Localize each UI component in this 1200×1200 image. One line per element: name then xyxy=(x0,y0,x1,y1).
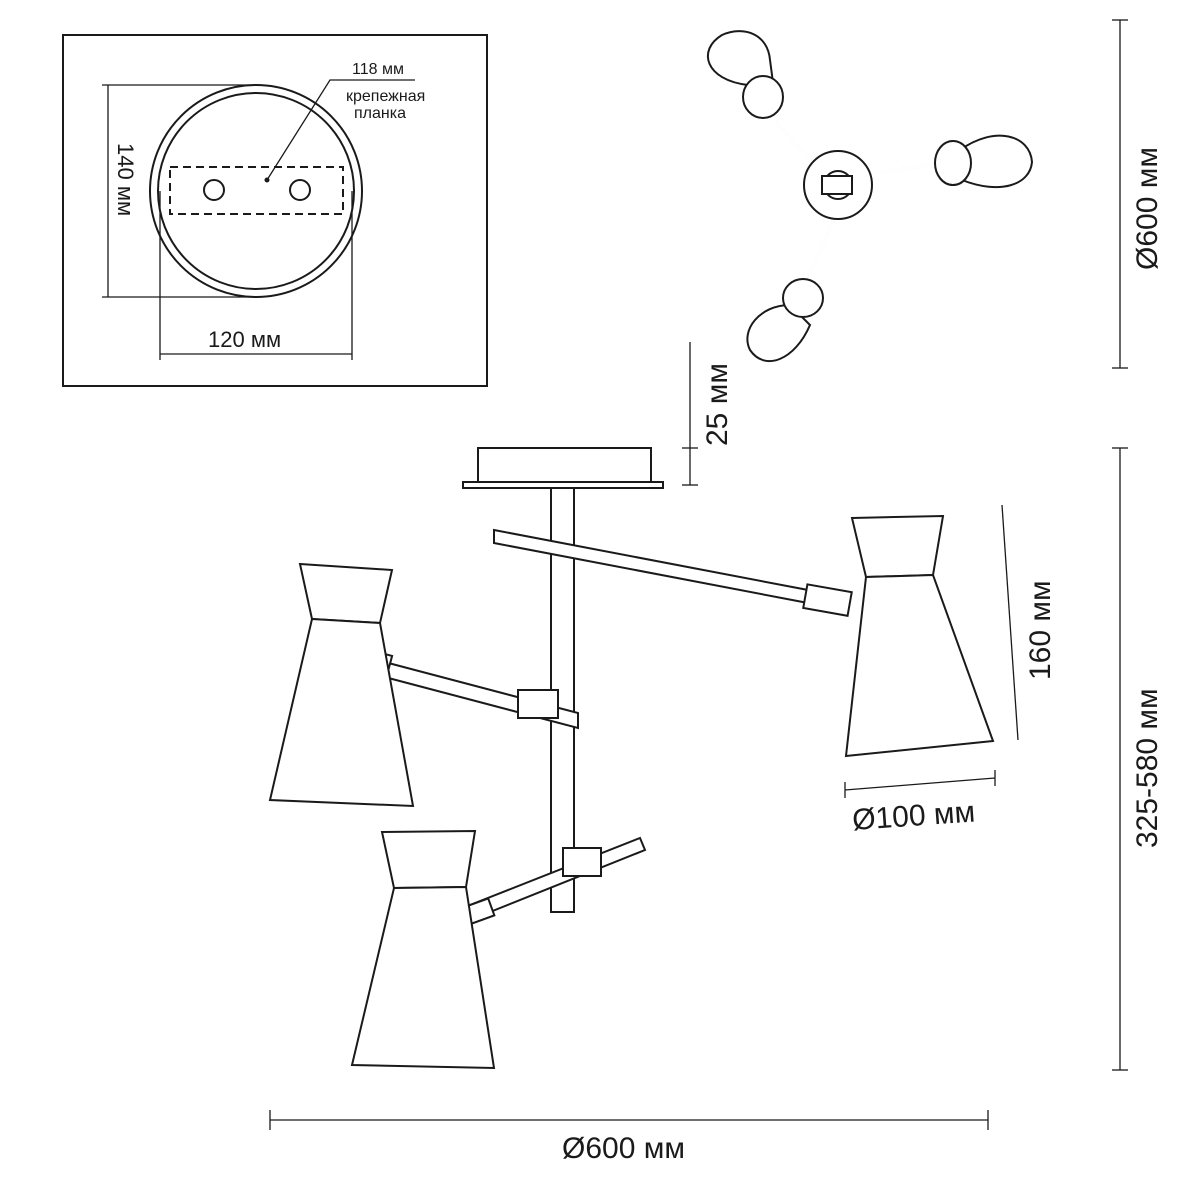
shade-diameter-dim: Ø100 мм xyxy=(844,770,996,837)
top-view xyxy=(706,30,1034,362)
mount-width-label: 120 мм xyxy=(208,327,281,352)
top-hub-block xyxy=(821,175,853,195)
mounting-plate xyxy=(169,166,344,215)
canopy-height-dim: 25 мм xyxy=(682,342,734,486)
arm-middle-left-joint xyxy=(517,689,559,719)
plate-name-line1: крепежная xyxy=(346,88,425,105)
arm-upper-right-joint xyxy=(802,583,853,617)
shade-left-top xyxy=(298,562,394,625)
top-shade-1-cap xyxy=(742,75,784,119)
plate-length-label: 118 мм xyxy=(352,61,404,78)
top-shade-3 xyxy=(746,303,812,362)
shade-right-body xyxy=(844,573,995,758)
top-shade-3-cap xyxy=(782,278,824,318)
mount-detail-panel: 118 мм крепежная планка 140 мм 120 мм xyxy=(62,34,488,387)
side-view xyxy=(268,447,995,1070)
shade-diameter-label: Ø100 мм xyxy=(851,795,976,836)
top-shade-2 xyxy=(958,134,1034,189)
shade-bottom-body xyxy=(350,885,496,1070)
canopy-inner-circle xyxy=(157,92,355,290)
total-diameter-label: Ø600 мм xyxy=(562,1132,685,1165)
top-diameter-label: Ø600 мм xyxy=(1131,147,1164,270)
shade-bottom-top xyxy=(380,829,477,890)
plate-name-line2: планка xyxy=(354,105,406,122)
shade-height-dim-line xyxy=(1001,504,1019,741)
top-shade-2-cap xyxy=(934,140,972,186)
screw-hole-right xyxy=(289,179,311,201)
side-canopy xyxy=(477,447,652,483)
mount-height-label: 140 мм xyxy=(113,143,138,216)
canopy-outer-circle xyxy=(149,84,363,298)
top-shade-1 xyxy=(706,30,776,92)
total-diameter-dim: Ø600 мм xyxy=(269,1110,989,1165)
arm-lower-joint xyxy=(562,847,602,877)
shade-right-top xyxy=(850,514,945,579)
shade-left-body xyxy=(268,617,415,808)
screw-hole-left xyxy=(203,179,225,201)
shade-height-dim: 160 мм xyxy=(1001,504,1057,741)
total-height-dim: 325-580 мм xyxy=(1112,447,1164,1071)
plate-leader-line xyxy=(266,79,415,181)
arm-upper-right xyxy=(493,528,809,605)
shade-height-label: 160 мм xyxy=(1024,580,1057,680)
top-diameter-dim: Ø600 мм xyxy=(1112,19,1164,369)
mount-detail-frame xyxy=(62,34,488,387)
canopy-height-label: 25 мм xyxy=(701,363,734,446)
shade-diameter-dim-line xyxy=(844,777,996,791)
total-height-label: 325-580 мм xyxy=(1131,688,1164,848)
